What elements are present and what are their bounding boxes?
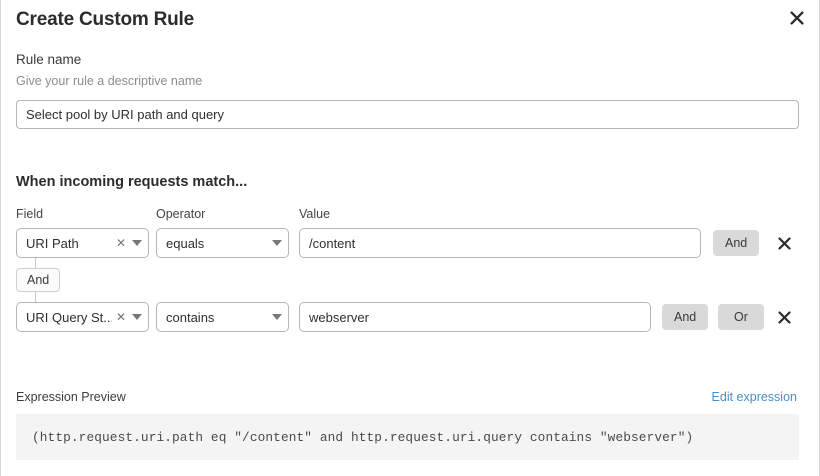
expression-preview-label: Expression Preview bbox=[16, 390, 126, 404]
field-select[interactable]: URI Query St... ✕ bbox=[16, 302, 149, 332]
connector-line-bottom bbox=[35, 292, 36, 302]
value-input[interactable] bbox=[299, 228, 701, 258]
clear-icon[interactable]: ✕ bbox=[115, 310, 126, 324]
value-input[interactable] bbox=[299, 302, 651, 332]
condition-row: URI Path ✕ equals And bbox=[1, 228, 819, 258]
and-button[interactable]: And bbox=[662, 304, 708, 330]
condition-row: URI Query St... ✕ contains And Or bbox=[1, 302, 819, 332]
chevron-down-icon[interactable] bbox=[270, 314, 288, 320]
operator-select-value: contains bbox=[166, 309, 215, 325]
operator-select[interactable]: contains bbox=[156, 302, 289, 332]
column-header-operator: Operator bbox=[156, 207, 206, 221]
or-button[interactable]: Or bbox=[718, 304, 764, 330]
column-header-value: Value bbox=[299, 207, 331, 221]
delete-icon[interactable] bbox=[770, 229, 798, 257]
field-select[interactable]: URI Path ✕ bbox=[16, 228, 149, 258]
match-section-heading: When incoming requests match... bbox=[16, 174, 248, 190]
close-icon[interactable] bbox=[785, 6, 809, 30]
edit-expression-link[interactable]: Edit expression bbox=[711, 390, 797, 404]
connector-line-top bbox=[35, 258, 36, 268]
rule-name-input[interactable] bbox=[16, 100, 799, 129]
condition-connector: And bbox=[16, 258, 136, 302]
operator-select-value: equals bbox=[166, 235, 205, 251]
clear-icon[interactable]: ✕ bbox=[115, 236, 126, 250]
field-select-value: URI Path bbox=[26, 235, 79, 251]
delete-icon[interactable] bbox=[770, 303, 798, 331]
field-select-value: URI Query St... bbox=[26, 309, 112, 325]
and-button[interactable]: And bbox=[713, 230, 759, 256]
dialog-title: Create Custom Rule bbox=[16, 9, 194, 30]
chevron-down-icon[interactable] bbox=[270, 240, 288, 246]
chevron-down-icon[interactable] bbox=[130, 240, 148, 246]
connector-and-chip[interactable]: And bbox=[16, 268, 61, 292]
expression-preview-box: (http.request.uri.path eq "/content" and… bbox=[16, 414, 799, 460]
rule-name-help-text: Give your rule a descriptive name bbox=[16, 74, 203, 88]
chevron-down-icon[interactable] bbox=[130, 314, 148, 320]
expression-preview-code: (http.request.uri.path eq "/content" and… bbox=[32, 429, 694, 445]
operator-select[interactable]: equals bbox=[156, 228, 289, 258]
rule-name-label: Rule name bbox=[16, 52, 82, 67]
column-header-field: Field bbox=[16, 207, 44, 221]
